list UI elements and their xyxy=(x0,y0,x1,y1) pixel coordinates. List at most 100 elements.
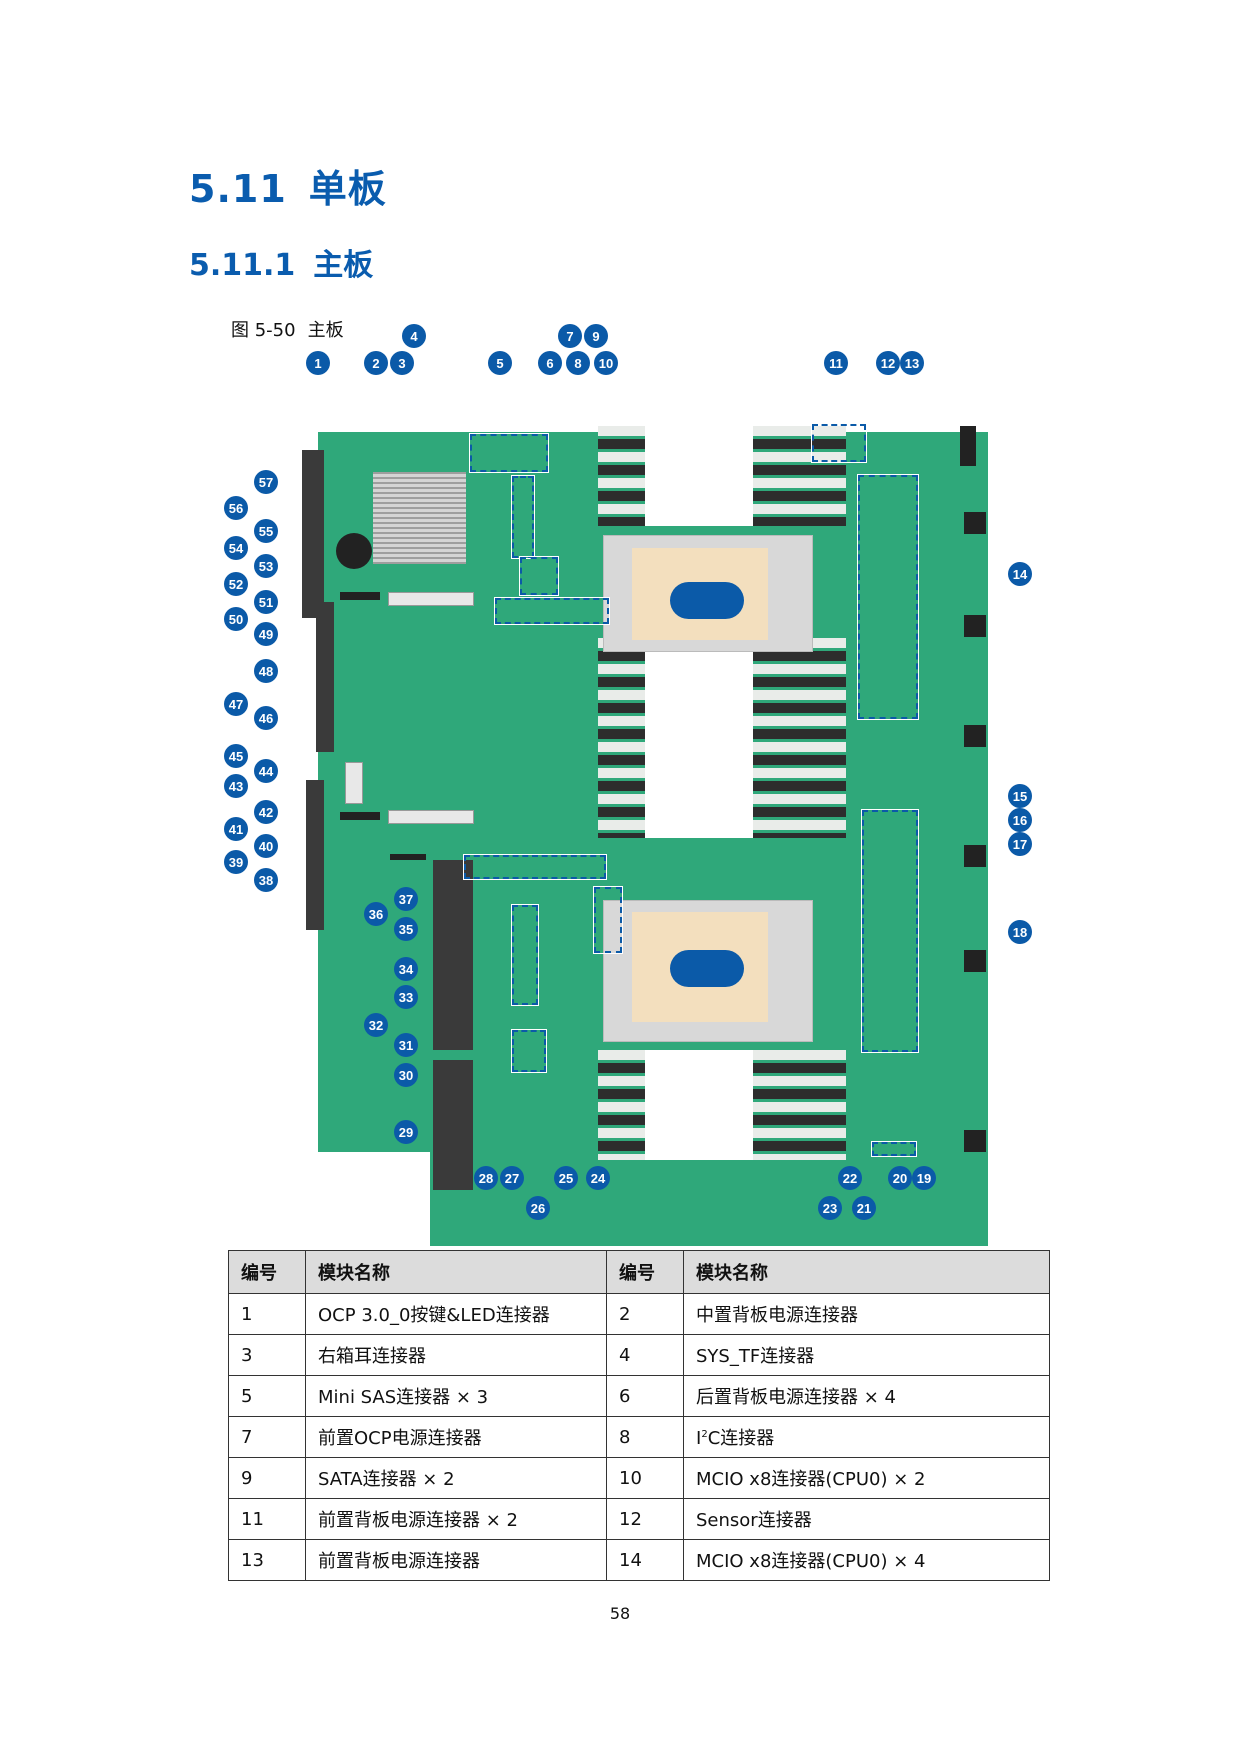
callout-29: 29 xyxy=(394,1120,418,1144)
callout-12: 12 xyxy=(876,351,900,375)
callout-55: 55 xyxy=(254,519,278,543)
slimline-50 xyxy=(388,592,474,606)
cell-name: Mini SAS连接器 × 3 xyxy=(305,1375,607,1417)
cell-name: MCIO x8连接器(CPU0) × 2 xyxy=(683,1457,1050,1499)
cell-no: 8 xyxy=(606,1416,684,1458)
group-9-sata xyxy=(519,556,559,596)
table-header-row: 编号 模块名称 编号 模块名称 xyxy=(228,1250,1050,1294)
callout-28: 28 xyxy=(474,1166,498,1190)
callout-14: 14 xyxy=(1008,562,1032,586)
callout-30: 30 xyxy=(394,1063,418,1087)
callout-35: 35 xyxy=(394,917,418,941)
rear-io-edge-2 xyxy=(316,602,334,752)
cell-name: 前置背板电源连接器 × 2 xyxy=(305,1498,607,1540)
cell-name: SATA连接器 × 2 xyxy=(305,1457,607,1499)
group-10-mcio xyxy=(494,597,610,625)
callout-10: 10 xyxy=(594,351,618,375)
callout-47: 47 xyxy=(224,692,248,716)
rear-io-edge xyxy=(302,450,324,618)
dimm-gap xyxy=(645,638,753,838)
table-row: 9 SATA连接器 × 2 10 MCIO x8连接器(CPU0) × 2 xyxy=(228,1457,1050,1499)
group-24 xyxy=(593,886,623,954)
callout-44: 44 xyxy=(254,759,278,783)
callout-42: 42 xyxy=(254,800,278,824)
callout-20: 20 xyxy=(888,1166,912,1190)
callout-52: 52 xyxy=(224,572,248,596)
conn-40 xyxy=(340,812,380,820)
callout-50: 50 xyxy=(224,607,248,631)
cell-no: 1 xyxy=(228,1293,306,1335)
callout-15: 15 xyxy=(1008,784,1032,808)
callout-27: 27 xyxy=(500,1166,524,1190)
group-5-mini-sas xyxy=(469,433,549,473)
callout-43: 43 xyxy=(224,774,248,798)
cell-no: 10 xyxy=(606,1457,684,1499)
callout-6: 6 xyxy=(538,351,562,375)
callout-49: 49 xyxy=(254,622,278,646)
fan-conn-2 xyxy=(964,615,986,637)
group-34 xyxy=(511,904,539,1006)
cell-no: 11 xyxy=(228,1498,306,1540)
cell-no: 2 xyxy=(606,1293,684,1335)
cell-no: 12 xyxy=(606,1498,684,1540)
cpu0-logo xyxy=(670,582,744,619)
ocp-slot-edge-2 xyxy=(433,1060,473,1190)
table-row: 3 右箱耳连接器 4 SYS_TF连接器 xyxy=(228,1334,1050,1376)
module-table: 编号 模块名称 编号 模块名称 1 OCP 3.0_0按键&LED连接器 2 中… xyxy=(228,1250,1050,1581)
fan-conn-6 xyxy=(964,1130,986,1152)
cell-name: 右箱耳连接器 xyxy=(305,1334,607,1376)
callout-23: 23 xyxy=(818,1196,842,1220)
callout-40: 40 xyxy=(254,834,278,858)
fan-conn-5 xyxy=(964,950,986,972)
callout-48: 48 xyxy=(254,659,278,683)
m2-42 xyxy=(345,762,363,804)
cell-no: 3 xyxy=(228,1334,306,1376)
callout-54: 54 xyxy=(224,536,248,560)
cell-name: 后置背板电源连接器 × 4 xyxy=(683,1375,1050,1417)
callout-34: 34 xyxy=(394,957,418,981)
callout-11: 11 xyxy=(824,351,848,375)
header-name-1: 模块名称 xyxy=(305,1250,607,1294)
callout-51: 51 xyxy=(254,590,278,614)
rear-io-edge-3 xyxy=(306,780,324,930)
dimm-gap xyxy=(645,1050,753,1160)
cell-name: Sensor连接器 xyxy=(683,1498,1050,1540)
callout-2: 2 xyxy=(364,351,388,375)
cell-no: 13 xyxy=(228,1539,306,1581)
dimm-gap xyxy=(645,426,753,526)
callout-57: 57 xyxy=(254,470,278,494)
callout-56: 56 xyxy=(224,496,248,520)
table-row: 13 前置背板电源连接器 14 MCIO x8连接器(CPU0) × 4 xyxy=(228,1539,1050,1581)
callout-39: 39 xyxy=(224,850,248,874)
table-row: 1 OCP 3.0_0按键&LED连接器 2 中置背板电源连接器 xyxy=(228,1293,1050,1335)
cell-no: 6 xyxy=(606,1375,684,1417)
cell-name: OCP 3.0_0按键&LED连接器 xyxy=(305,1293,607,1335)
group-37-mcio xyxy=(463,854,607,880)
callout-17: 17 xyxy=(1008,832,1032,856)
callout-41: 41 xyxy=(224,817,248,841)
cell-no: 9 xyxy=(228,1457,306,1499)
callout-53: 53 xyxy=(254,554,278,578)
group-6-rear-bp-power xyxy=(511,475,535,559)
callout-21: 21 xyxy=(852,1196,876,1220)
callout-33: 33 xyxy=(394,985,418,1009)
callout-3: 3 xyxy=(390,351,414,375)
group-20 xyxy=(871,1141,917,1157)
cell-name: 中置背板电源连接器 xyxy=(683,1293,1050,1335)
cell-name: 前置背板电源连接器 xyxy=(305,1539,607,1581)
board-pcb-lower xyxy=(430,1150,988,1246)
table-row: 11 前置背板电源连接器 × 2 12 Sensor连接器 xyxy=(228,1498,1050,1540)
header-no-2: 编号 xyxy=(606,1250,684,1294)
callout-26: 26 xyxy=(526,1196,550,1220)
header-name-2: 模块名称 xyxy=(683,1250,1050,1294)
page-number: 58 xyxy=(609,1604,631,1623)
table-row: 7 前置OCP电源连接器 8 I2C连接器 xyxy=(228,1416,1050,1458)
conn-49 xyxy=(340,592,380,600)
fan-conn-3 xyxy=(964,725,986,747)
cell-name: 前置OCP电源连接器 xyxy=(305,1416,607,1458)
conn-13 xyxy=(960,426,976,466)
cell-name: SYS_TF连接器 xyxy=(683,1334,1050,1376)
cell-name: MCIO x8连接器(CPU0) × 4 xyxy=(683,1539,1050,1581)
